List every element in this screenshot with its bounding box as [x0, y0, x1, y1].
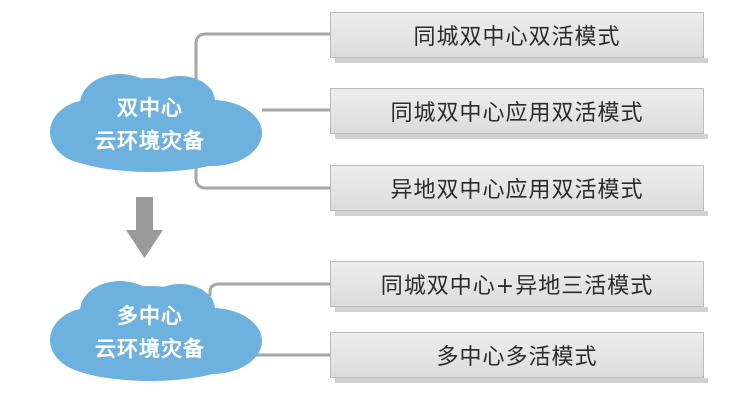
mode-box-dual-1: 同城双中心双活模式 [330, 12, 708, 63]
cloud-dual-line2: 云环境灾备 [95, 129, 205, 153]
cloud-dual-center-icon [50, 74, 262, 172]
down-arrow-icon [126, 197, 163, 258]
cloud-multi-center-icon [50, 281, 262, 381]
cloud-dual-center-label: 双中心 云环境灾备 [78, 92, 222, 158]
dual-center-connectors [194, 32, 330, 190]
cloud-multi-center-label: 多中心 云环境灾备 [78, 300, 222, 366]
connector-dual-1 [194, 32, 330, 92]
connector-multi-1 [208, 282, 330, 296]
multi-center-connectors [208, 282, 330, 357]
connector-dual-3 [194, 168, 330, 190]
mode-box-multi-2: 多中心多活模式 [330, 332, 708, 383]
cloud-multi-line2: 云环境灾备 [95, 337, 205, 361]
mode-box-multi-1: 同城双中心+异地三活模式 [330, 261, 708, 312]
mode-box-dual-3: 异地双中心应用双活模式 [330, 165, 708, 216]
cloud-dual-line1: 双中心 [117, 96, 183, 120]
mode-box-dual-2: 同城双中心应用双活模式 [330, 88, 708, 139]
cloud-multi-line1: 多中心 [117, 304, 183, 328]
